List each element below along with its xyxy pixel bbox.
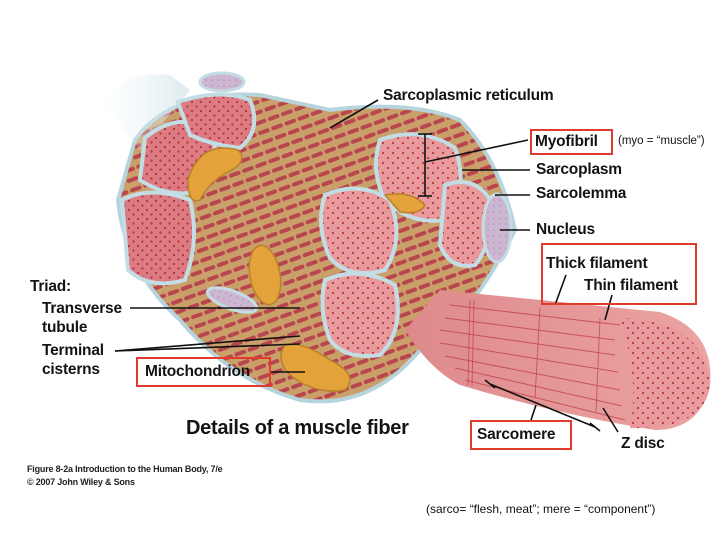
myofibril-section [320, 271, 400, 358]
label-myofibril: Myofibril [535, 133, 598, 150]
myofibril-section [119, 190, 196, 286]
mitochondria-shapes [187, 147, 426, 392]
label-sarcoplasm: Sarcoplasm [536, 161, 622, 178]
label-transverse-tubule-line1: Transverse [42, 300, 122, 317]
myofibril-extension [405, 290, 711, 430]
label-sarcoplasmic-reticulum: Sarcoplasmic reticulum [383, 87, 554, 104]
label-nucleus: Nucleus [536, 221, 595, 238]
mitochondrion-shape [187, 147, 243, 202]
label-sarcolemma: Sarcolemma [536, 185, 627, 202]
label-thin-filament: Thin filament [584, 277, 678, 294]
highlight-box-sarcomere [470, 420, 572, 450]
myofibril-section [319, 186, 399, 275]
label-z-disc: Z disc [621, 435, 665, 452]
highlight-box-filaments [541, 243, 697, 305]
figure-title: Details of a muscle fiber [186, 417, 409, 439]
nucleus-shape [198, 71, 246, 93]
highlight-box-myofibril [530, 129, 613, 155]
mitochondrion-shape [280, 343, 351, 392]
label-transverse-tubule-line2: tubule [42, 319, 88, 336]
myofibril-etymology-note: (myo = “muscle”) [618, 135, 705, 147]
figure-credit-line1: Figure 8-2a Introduction to the Human Bo… [27, 464, 223, 474]
mitochondrion-shape [383, 193, 426, 214]
label-terminal-cisterns-line2: cisterns [42, 361, 100, 378]
mitochondrion-shape [248, 244, 282, 306]
label-terminal-cisterns-line1: Terminal [42, 342, 104, 359]
leader-lines [114, 99, 619, 433]
label-mitochondrion: Mitochondrion [145, 363, 251, 380]
nucleus-shape [481, 192, 513, 264]
highlight-box-mitochondrion [136, 357, 271, 387]
label-sarcomere: Sarcomere [477, 426, 556, 443]
label-thick-filament: Thick filament [546, 255, 648, 272]
label-triad: Triad: [30, 278, 72, 295]
figure-credit-line2: © 2007 John Wiley & Sons [27, 477, 135, 487]
etymology-footnote: (sarco= “flesh, meat”; mere = “component… [426, 502, 656, 516]
myofibril-end-cap [620, 318, 710, 429]
myofibril-section [175, 92, 257, 151]
